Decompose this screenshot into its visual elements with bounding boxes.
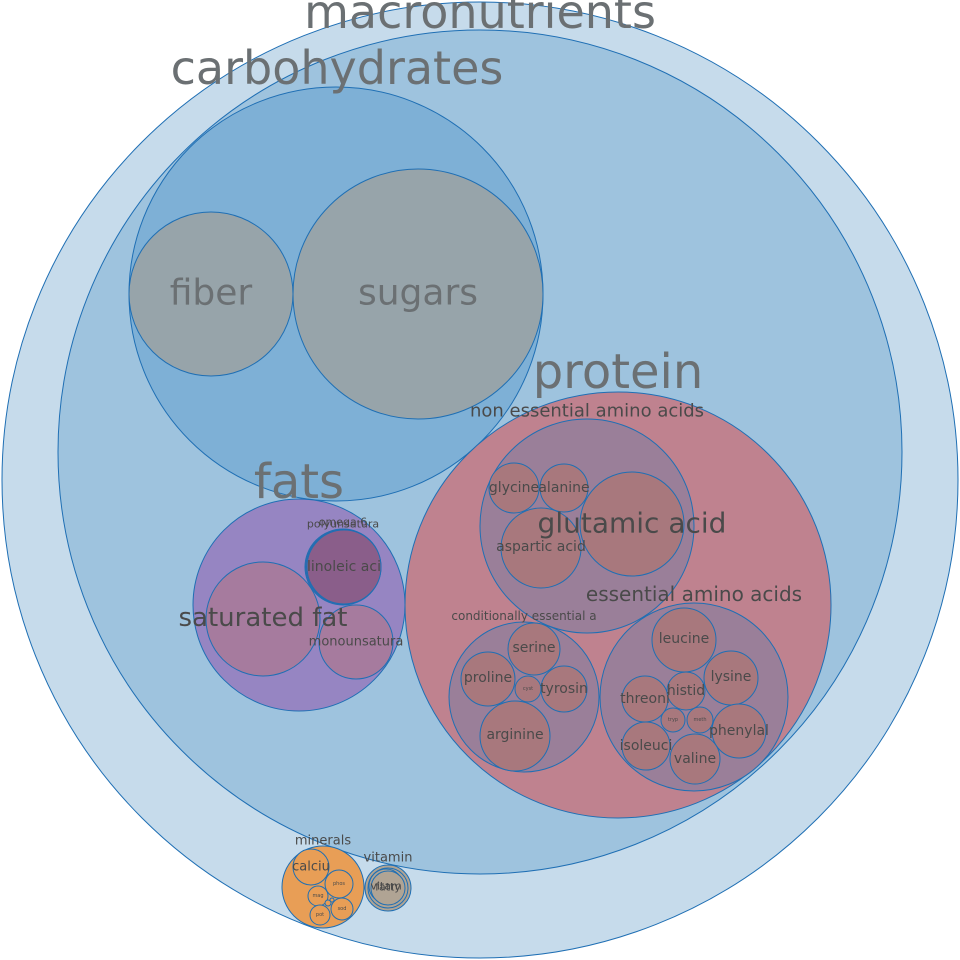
- label-calcium: calciu: [292, 860, 330, 875]
- label-fats: fats: [254, 454, 344, 510]
- label-saturated: saturated fat: [178, 603, 347, 633]
- label-histidine: histid: [667, 683, 705, 699]
- label-minerals: minerals: [295, 834, 351, 849]
- label-serine: serine: [512, 640, 555, 656]
- circle-tiny_a: [324, 899, 332, 907]
- label-vitamin_a: vitam: [370, 880, 401, 893]
- circle-glutamic: [579, 471, 685, 577]
- circle-potassium: [309, 904, 331, 926]
- circle-phenylalanine: [711, 703, 767, 759]
- label-proline: proline: [464, 670, 512, 686]
- circle-histidine: [666, 671, 706, 711]
- circle-methionine: [686, 706, 714, 734]
- label-phosphorus: phos: [333, 881, 345, 887]
- circle-glycine: [488, 462, 540, 514]
- circle-calcium: [292, 848, 330, 886]
- circle-tyrosine: [540, 665, 588, 713]
- circle-isoleucine: [621, 721, 671, 771]
- label-leucine: leucine: [659, 631, 709, 647]
- label-tyrosine: tyrosin: [540, 681, 588, 697]
- label-omega6: omega 6: [319, 516, 367, 529]
- label-glutamic: glutamic acid: [538, 507, 727, 540]
- label-root: macronutrients: [304, 0, 656, 39]
- circle-monounsat: [318, 604, 394, 680]
- label-glycine: glycine: [489, 480, 539, 496]
- label-cystine: cyst: [523, 686, 533, 692]
- label-tryptophan: tryp: [668, 717, 678, 723]
- label-phenylalanine: phenylal: [709, 723, 769, 739]
- circle-linoleic: [306, 529, 382, 605]
- label-polyunsat: polyunsatura: [307, 518, 379, 531]
- label-non_essential: non essential amino acids: [470, 401, 704, 422]
- circle-tiny_b: [329, 897, 335, 903]
- circle-alanine: [539, 463, 589, 513]
- label-conditional: conditionally essential a: [451, 609, 596, 623]
- label-carbohydrates: carbohydrates: [171, 41, 504, 95]
- label-valine: valine: [674, 751, 716, 767]
- label-sugars: sugars: [358, 273, 478, 314]
- label-arginine: arginine: [486, 727, 543, 743]
- circle-vitamin_b: [370, 870, 406, 906]
- circle-arginine: [479, 700, 551, 772]
- label-alanine: alanine: [538, 480, 589, 496]
- circle-sugars: [292, 168, 544, 420]
- circle-aspartic: [500, 507, 582, 589]
- label-magnesium: mag: [312, 893, 323, 899]
- label-essential: essential amino acids: [586, 582, 802, 606]
- label-lysine: lysine: [711, 669, 752, 685]
- circle-saturated: [205, 561, 321, 677]
- label-methionine: meth: [693, 717, 706, 723]
- label-linoleic: linoleic aci: [307, 559, 381, 575]
- label-threonine: threoni: [620, 691, 670, 707]
- label-sodium: sod: [338, 906, 347, 912]
- label-aspartic: aspartic acid: [496, 539, 586, 555]
- circle-proline: [460, 651, 516, 707]
- circle-valine: [669, 733, 721, 785]
- label-fiber: fiber: [170, 273, 253, 314]
- label-monounsat: monounsatura: [309, 635, 404, 650]
- label-protein: protein: [533, 344, 704, 400]
- label-vitamin: vitamin: [364, 851, 413, 866]
- circle-tryptophan: [660, 707, 686, 733]
- label-vitamin_b: fatty: [375, 881, 401, 894]
- circle-serine: [507, 622, 561, 676]
- circle-sodium: [330, 897, 354, 921]
- label-potassium: pot: [316, 912, 324, 918]
- label-isoleucine: isoleuci: [620, 738, 673, 754]
